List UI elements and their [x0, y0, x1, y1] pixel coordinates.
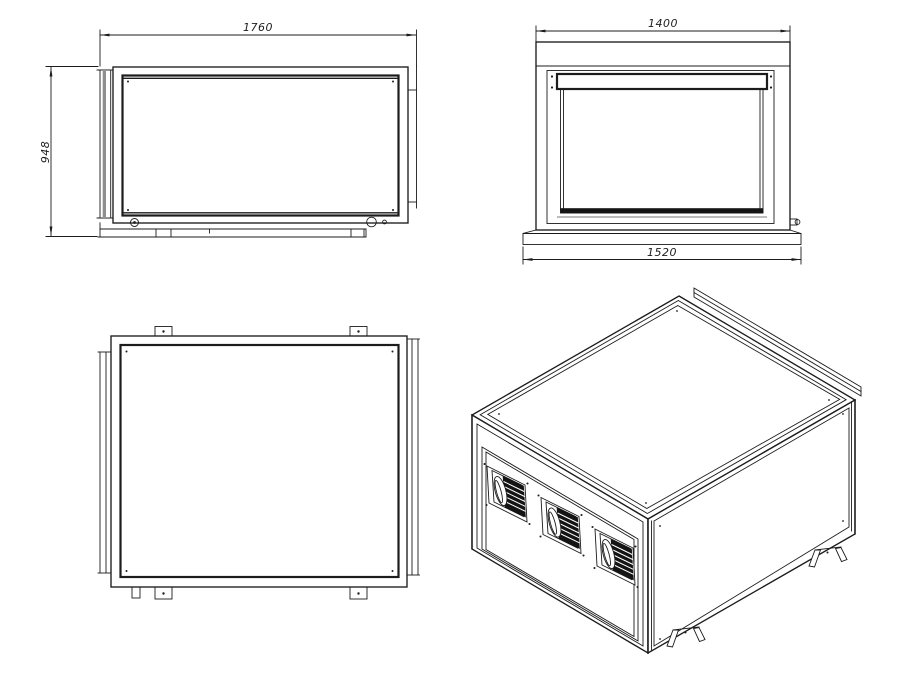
dim-label-front-height: 948 — [39, 141, 52, 164]
front-access-panel — [121, 74, 400, 217]
side-view: 1400 — [522, 17, 802, 265]
top-view — [97, 326, 420, 600]
iso-edges — [471, 399, 856, 654]
dim-label-base-length: 1520 — [647, 246, 677, 259]
front-casing — [112, 66, 409, 224]
top-left-rail — [97, 351, 112, 574]
top-casing — [110, 335, 408, 588]
dimension-base-length: 1520 — [522, 246, 802, 265]
top-panel — [119, 343, 400, 579]
side-tab — [789, 218, 801, 226]
dimension-side-width: 1400 — [535, 17, 791, 42]
dimension-front-width: 1760 — [99, 21, 417, 67]
side-base-pedestal — [522, 229, 802, 245]
front-drain-fittings — [130, 216, 387, 228]
front-right-flange — [408, 65, 417, 209]
iso-top-rail — [693, 287, 862, 397]
dim-label-side-width: 1400 — [648, 17, 678, 30]
dim-label-front-width: 1760 — [243, 21, 273, 34]
dimension-front-height: 948 — [39, 66, 99, 237]
top-mounting-tabs — [131, 326, 368, 600]
isometric-view — [470, 287, 862, 655]
front-base-frame — [97, 222, 367, 238]
side-recess — [546, 70, 775, 224]
side-opening — [557, 88, 767, 218]
top-right-rail — [406, 338, 420, 576]
front-left-flange — [96, 69, 114, 219]
front-view: 1760 948 — [39, 21, 417, 238]
